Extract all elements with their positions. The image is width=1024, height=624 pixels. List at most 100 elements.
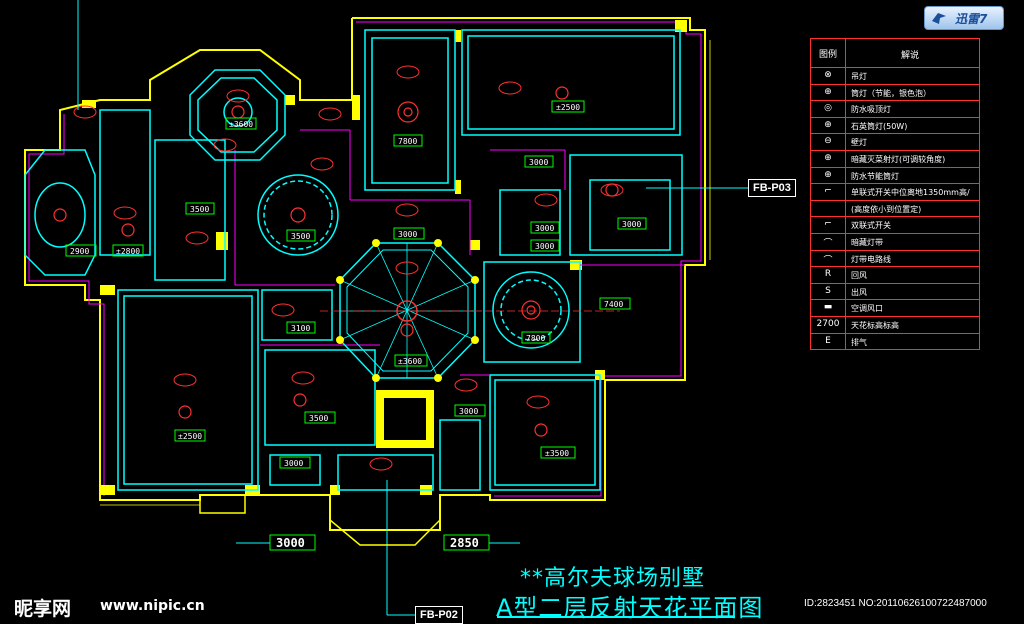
legend-symbol: ⊕ [824, 169, 832, 180]
entrance-porch [199, 494, 441, 546]
legend-symbol: ⌐ [824, 219, 832, 230]
elevation-label: ±3600 [398, 357, 422, 366]
leader-lines [77, 0, 748, 616]
legend-text: 排气 [851, 337, 867, 347]
legend-text: 灯带电路线 [851, 254, 891, 264]
elevation-label: 3000 [459, 407, 478, 416]
exterior-detail [100, 40, 711, 506]
watermark-id: ID:2823451 NO:20110626100722487000 [804, 598, 987, 609]
elevation-label: 2850 [450, 536, 479, 550]
legend-symbol: ⊕ [824, 119, 832, 130]
room-outlines [99, 29, 683, 491]
elevation-label: 3000 [398, 230, 417, 239]
elevation-label: 3500 [190, 205, 209, 214]
legend-text: 筒灯（节能，银色泡） [851, 88, 931, 98]
elevation-label: 3000 [535, 242, 554, 251]
elevation-label: 3000 [622, 220, 641, 229]
legend-symbol: R [824, 269, 832, 280]
fb-p03-tag: FB-P03 [748, 179, 796, 197]
legend-text: 双联式开关 [851, 221, 891, 231]
round-domes [257, 174, 570, 349]
legend-symbol: E [825, 335, 831, 346]
legend-symbol: ⊕ [824, 153, 832, 163]
legend-text: 暗藏灯带 [851, 238, 883, 247]
legend-text: 防水节能筒灯 [851, 171, 899, 181]
legend-symbol: 2700 [816, 319, 840, 329]
legend-row [811, 83, 979, 85]
legend-row [811, 266, 979, 268]
legend-row [811, 216, 979, 218]
elevation-label: 7800 [526, 334, 545, 343]
legend-row [811, 166, 979, 168]
legend-symbol: ⌐ [824, 186, 832, 197]
drawing-title-line1: **高尔夫球场别墅 [520, 566, 706, 591]
legend-symbol: ▬ [823, 302, 833, 313]
legend-row [811, 299, 979, 301]
legend-row [811, 183, 979, 185]
legend-symbol: ◎ [824, 103, 832, 114]
elevation-label: 3000 [276, 536, 305, 550]
legend-row [811, 100, 979, 102]
legend-row [811, 133, 979, 135]
legend-text: 天花标高标高 [851, 321, 899, 330]
legend-row [811, 282, 979, 284]
bird-icon [932, 13, 946, 24]
legend-text: 防水吸顶灯 [851, 105, 891, 115]
elevation-label: 7400 [604, 300, 623, 309]
watermark-logo: 昵享网 [14, 598, 72, 620]
legend-text: 暗藏灭菜射灯(可调较角度) [851, 155, 946, 164]
legend-divider [845, 39, 846, 349]
legend-header-symbol: 图例 [818, 50, 837, 60]
legend-row [811, 316, 979, 317]
legend-row [811, 233, 979, 234]
legend-table: 图例 解说 ⊗ 吊灯 ⊕ 筒灯（节能，银色泡） ◎ 防水吸顶灯 ⊕ 石英筒灯(50W) ⊖ 壁灯 ⊕… [810, 38, 980, 350]
title-underline [497, 616, 735, 618]
elevation-label: 3000 [535, 224, 554, 233]
elevation-labels: ±360035003500±280029003000±25007800±2500… [70, 103, 641, 550]
legend-symbol: ⊗ [824, 70, 832, 80]
legend-row [811, 150, 979, 151]
elevation-boxes [65, 100, 647, 551]
elevation-label: 3000 [529, 158, 548, 167]
elevation-label: 3000 [284, 459, 303, 468]
legend-row [811, 116, 979, 118]
legend-row [811, 332, 979, 334]
legend-text: 石英筒灯(50W) [851, 121, 908, 131]
legend-symbol: ⌒ [823, 239, 833, 249]
legend-text: 出风 [851, 287, 867, 297]
legend-symbol: ⊖ [824, 136, 832, 147]
elevation-label: 2900 [70, 247, 89, 256]
elevation-label: 3500 [291, 232, 310, 241]
elevation-label: ±3600 [229, 120, 253, 129]
elevation-label: 7800 [398, 137, 417, 146]
legend-row [811, 249, 979, 251]
elevation-label: ±2500 [556, 103, 580, 112]
legend-text: 回风 [851, 271, 867, 281]
legend-text: 壁灯 [851, 138, 867, 148]
outer-walls [24, 17, 706, 531]
watermark-url: www.nipic.cn [100, 598, 205, 614]
inner-partitions [234, 129, 685, 376]
legend-text: 空调风口 [851, 304, 883, 314]
elevation-label: 3500 [309, 414, 328, 423]
legend-row [811, 199, 979, 201]
elevation-label: ±2800 [116, 247, 140, 256]
xunlei-label: 迅雷7 [955, 12, 988, 26]
octagon-rotunda [320, 239, 620, 382]
legend-header-text: 解说 [901, 51, 920, 61]
legend-symbol: ⌒ [823, 255, 833, 266]
xunlei-toolbar-button[interactable]: 迅雷7 [924, 6, 1004, 30]
fb-p02-tag: FB-P02 [415, 606, 463, 624]
legend-text: 吊灯 [851, 72, 867, 81]
small-octagon [189, 69, 286, 161]
legend-symbol: S [825, 285, 831, 296]
lamp-symbols [53, 86, 619, 437]
elevation-label: 3100 [291, 324, 310, 333]
legend-row [811, 67, 979, 68]
legend-symbol: ⊕ [824, 86, 832, 97]
fixture-tags [73, 65, 624, 471]
legend-text: (高度依小到位置定) [851, 204, 922, 214]
legend-text: 单联式开关中位离地1350mm高/ [851, 188, 970, 198]
left-bay [24, 149, 96, 276]
